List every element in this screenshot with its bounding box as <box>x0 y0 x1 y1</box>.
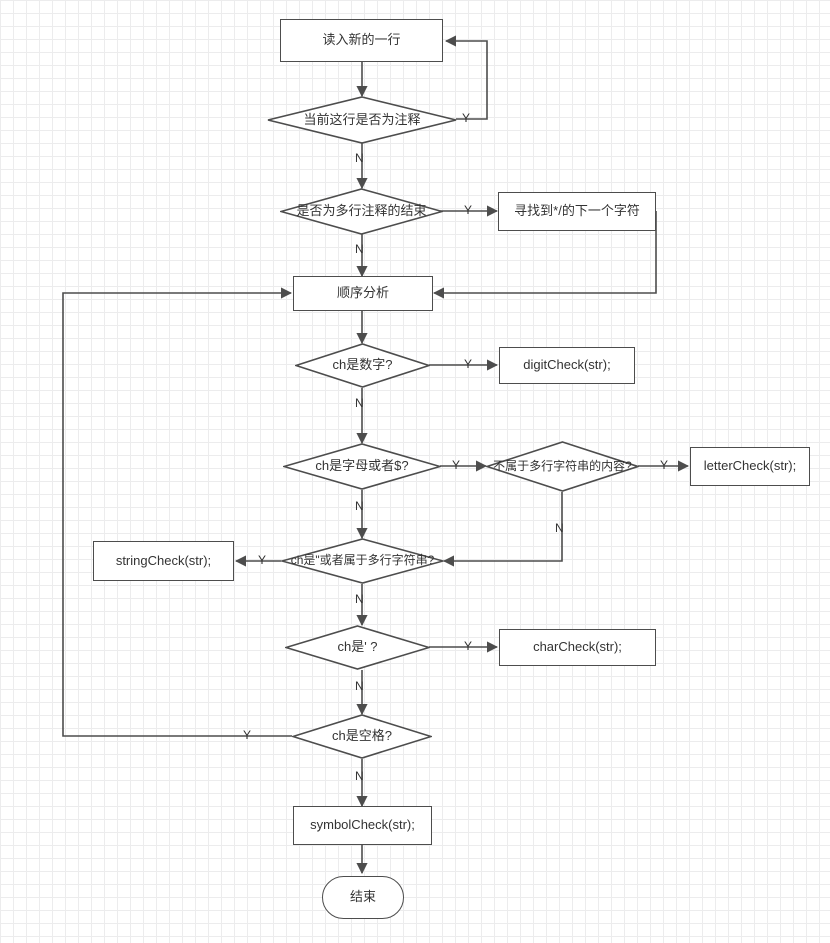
node-digit-check-label: digitCheck(str); <box>523 357 611 373</box>
edge-label-comment-no: N <box>355 151 364 165</box>
edge-notmulti-no <box>442 492 563 567</box>
edge-label-digit-yes: Y <box>464 357 473 371</box>
edge-label-blockend-no: N <box>355 242 364 256</box>
node-is-quote-or-multiline-string-label: ch是"或者属于多行字符串? <box>290 553 435 568</box>
node-char-check-label: charCheck(str); <box>533 639 622 655</box>
edge-label-digit-no: N <box>355 396 364 410</box>
diamond-shape-is-space <box>292 714 432 759</box>
node-string-check-label: stringCheck(str); <box>115 552 212 568</box>
edge-label-string-yes: Y <box>258 553 267 567</box>
node-sequential-analysis-label: 顺序分析 <box>336 285 389 301</box>
node-letter-check-label: letterCheck(str); <box>703 458 797 474</box>
node-char-check[interactable]: charCheck(str); <box>499 629 656 666</box>
node-end-label: 结束 <box>349 889 376 905</box>
node-is-block-comment-end-label: 是否为多行注释的结束 <box>296 203 427 219</box>
node-is-letter-or-dollar-label: ch是字母或者$? <box>315 458 409 474</box>
node-is-digit-label: ch是数字? <box>332 357 393 373</box>
edge-label-space-no: N <box>355 769 364 783</box>
edge-label-string-no: N <box>355 592 364 606</box>
node-is-digit[interactable]: ch是数字? <box>295 343 430 388</box>
edge-label-char-yes: Y <box>464 639 473 653</box>
diamond-shape-is-letter-or-dollar <box>283 443 441 490</box>
node-sequential-analysis[interactable]: 顺序分析 <box>293 276 433 311</box>
node-is-single-quote[interactable]: ch是' ? <box>285 625 430 670</box>
node-is-comment-label: 当前这行是否为注释 <box>303 111 421 127</box>
node-is-space-label: ch是空格? <box>332 728 392 744</box>
node-read-line-label: 读入新的一行 <box>322 32 401 48</box>
node-is-quote-or-multiline-string[interactable]: ch是"或者属于多行字符串? <box>281 538 444 584</box>
edge-label-letter-yes: Y <box>452 458 461 472</box>
edge-label-char-no: N <box>355 679 364 693</box>
node-symbol-check[interactable]: symbolCheck(str); <box>293 806 432 845</box>
node-end[interactable]: 结束 <box>322 876 404 919</box>
node-not-in-multiline-string-label: 不属于多行字符串的内容? <box>493 458 632 473</box>
edge-label-notmulti-no: N <box>555 521 564 535</box>
node-is-comment[interactable]: 当前这行是否为注释 <box>267 96 457 144</box>
node-digit-check[interactable]: digitCheck(str); <box>499 347 635 384</box>
node-symbol-check-label: symbolCheck(str); <box>310 817 415 833</box>
diamond-shape-is-digit <box>295 343 430 388</box>
node-find-next-after-star-slash[interactable]: 寻找到*/的下一个字符 <box>498 192 656 231</box>
edge-label-notmulti-yes: Y <box>660 458 669 472</box>
node-letter-check[interactable]: letterCheck(str); <box>690 447 810 486</box>
diamond-shape-is-single-quote <box>285 625 430 670</box>
diamond-shape-is-quote-or-multiline-string <box>281 538 444 584</box>
edge-label-letter-no: N <box>355 499 364 513</box>
node-read-line[interactable]: 读入新的一行 <box>280 19 443 62</box>
node-is-space[interactable]: ch是空格? <box>292 714 432 759</box>
node-string-check[interactable]: stringCheck(str); <box>93 541 234 581</box>
node-is-single-quote-label: ch是' ? <box>337 639 378 655</box>
edge-label-space-yes: Y <box>243 728 252 742</box>
edge-isspace-yes-loop <box>62 287 293 737</box>
node-is-block-comment-end[interactable]: 是否为多行注释的结束 <box>280 188 443 235</box>
edge-label-blockend-yes: Y <box>464 203 473 217</box>
edge-label-comment-yes: Y <box>462 111 471 125</box>
node-is-letter-or-dollar[interactable]: ch是字母或者$? <box>283 443 441 490</box>
node-find-next-label: 寻找到*/的下一个字符 <box>514 203 640 219</box>
diamond-shape-not-in-multiline-string <box>486 441 639 492</box>
node-not-in-multiline-string[interactable]: 不属于多行字符串的内容? <box>486 441 639 492</box>
